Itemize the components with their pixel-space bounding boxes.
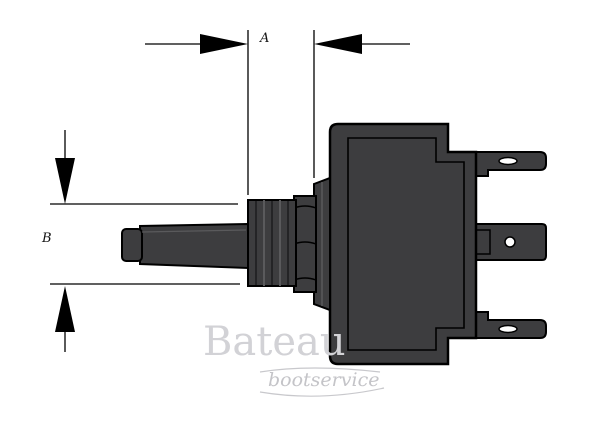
dimension-a-arrow-left-head (200, 34, 248, 54)
toggle-lever (121, 222, 249, 270)
watermark-swoosh (259, 367, 381, 373)
toggle-switch (121, 122, 547, 366)
dimension-b-label: B (41, 231, 52, 246)
lever-tip (121, 228, 143, 262)
terminal-top-hole (498, 156, 518, 166)
terminal-bottom (471, 311, 547, 339)
terminal-middle-hole (504, 236, 516, 248)
dimension-a: A (145, 30, 410, 195)
watermark-brand: Bateau (203, 319, 346, 365)
watermark-underline (259, 387, 385, 397)
terminal-top (471, 151, 547, 177)
dimension-b: B (41, 130, 240, 352)
dimension-b-arrow-top-head (55, 158, 75, 204)
dimension-a-arrow-right-head (314, 34, 362, 54)
terminal-bottom-hole (498, 324, 518, 334)
mounting-nut (293, 195, 317, 293)
dimension-b-arrow-bottom-head (55, 286, 75, 332)
switch-body (328, 122, 478, 366)
watermark: Bateau bootservice (203, 319, 385, 397)
threaded-bushing (247, 199, 297, 287)
terminal-middle (469, 223, 547, 261)
watermark-tagline: bootservice (268, 369, 379, 391)
dimension-a-label: A (259, 31, 269, 46)
